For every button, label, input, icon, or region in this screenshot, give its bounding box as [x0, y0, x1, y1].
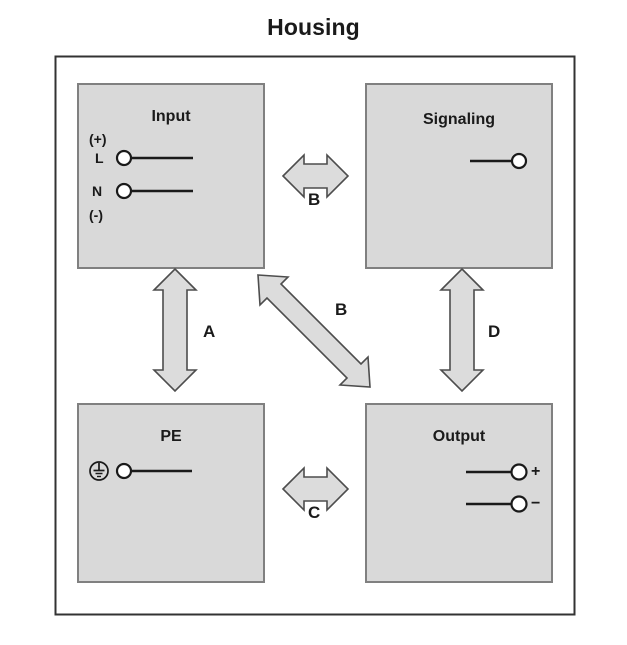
arrow-input-signaling — [281, 153, 350, 199]
arrow-input-pe — [152, 267, 198, 393]
output-terminal-negative — [466, 495, 528, 513]
arrow-label-input-pe: A — [203, 322, 216, 341]
arrow-label-input-signaling: B — [308, 190, 321, 209]
block-signaling — [365, 83, 553, 269]
block-title-input: Input — [151, 108, 191, 125]
pe-terminal — [115, 462, 192, 480]
page-title: Housing — [267, 14, 360, 40]
arrow-input-output — [257, 274, 371, 388]
signaling-terminal — [470, 152, 528, 170]
arrow-signaling-output — [439, 267, 485, 393]
arrow-label-pe-output: C — [308, 503, 321, 522]
block-pe — [77, 403, 265, 583]
input-label-l: L — [95, 150, 104, 166]
input-terminal-n — [115, 182, 193, 200]
block-output — [365, 403, 553, 583]
output-label-negative: − — [531, 495, 541, 512]
block-title-output: Output — [432, 428, 486, 445]
input-label-n: N — [92, 183, 103, 199]
input-label-minus: (-) — [89, 207, 103, 223]
arrow-pe-output — [281, 466, 350, 512]
output-label-positive: + — [531, 463, 541, 480]
block-title-pe: PE — [160, 428, 182, 445]
arrow-label-input-output: B — [335, 300, 348, 319]
block-title-signaling: Signaling — [423, 111, 495, 128]
protective-earth-icon — [89, 461, 109, 481]
input-terminal-l — [115, 149, 193, 167]
housing-frame — [54, 55, 576, 616]
output-terminal-positive — [466, 463, 528, 481]
block-input — [77, 83, 265, 269]
input-label-plus: (+) — [89, 131, 107, 147]
arrow-label-signaling-output: D — [488, 322, 501, 341]
